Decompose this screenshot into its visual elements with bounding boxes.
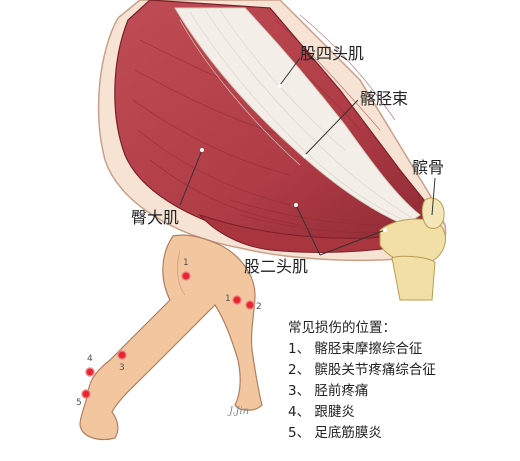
leg-figure <box>79 234 263 441</box>
marker-1-knee <box>232 295 242 305</box>
marker-2-knee <box>245 300 255 310</box>
injury-markers <box>81 271 255 399</box>
legend-title: 常见损伤的位置： <box>288 320 396 336</box>
marker-3-shin <box>117 350 127 360</box>
label-biceps-femoris: 股二头肌 <box>244 257 309 276</box>
marker-number-4-heel: 4 <box>87 354 93 364</box>
marker-number-3-shin: 3 <box>119 363 125 373</box>
marker-5-sole <box>81 389 91 399</box>
legend-item-3: 3、 胫前疼痛 <box>288 383 369 399</box>
injury-legend: 常见损伤的位置： 1、 髂胫束摩擦综合征 2、 髌股关节疼痛综合征 3、 胫前疼… <box>288 318 436 444</box>
pointer-lines <box>179 57 436 256</box>
legend-item-5: 5、 足底筋膜炎 <box>288 425 382 441</box>
marker-number-1-knee: 1 <box>225 294 231 304</box>
legend-item-1: 1、 髂胫束摩擦综合征 <box>288 341 423 357</box>
legend-item-2: 2、 髌股关节疼痛综合征 <box>288 362 436 378</box>
tibia <box>391 255 436 301</box>
leg-shading <box>177 249 186 296</box>
it-band-fibers <box>179 9 413 223</box>
marker-number-2-knee: 2 <box>256 302 262 312</box>
marker-number-5-sole: 5 <box>76 398 82 408</box>
artist-signature: J.Jin <box>229 406 250 417</box>
marker-1-hip <box>181 271 191 281</box>
label-gluteus-maximus: 臀大肌 <box>131 208 180 227</box>
legend-item-4: 4、 跟腱炎 <box>288 404 355 420</box>
pointer-dots <box>200 84 387 232</box>
label-quadriceps: 股四头肌 <box>300 44 365 63</box>
marker-number-1-hip: 1 <box>183 258 189 268</box>
label-it-band: 髂胫束 <box>360 89 409 108</box>
label-patella: 髌骨 <box>412 158 445 177</box>
marker-4-heel <box>85 367 95 377</box>
patella-bone <box>421 197 445 229</box>
